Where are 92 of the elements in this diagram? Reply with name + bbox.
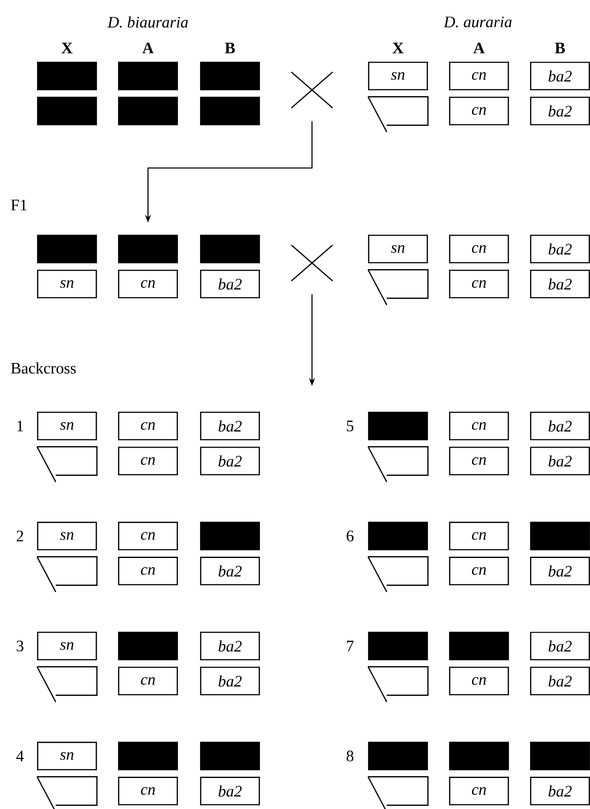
chromosome-bar: cn [449, 446, 509, 476]
chromosome-bar [530, 522, 590, 550]
row-number: 6 [346, 530, 354, 542]
y-chromosome [368, 666, 429, 702]
chromosome-bar: sn [37, 270, 97, 298]
chromosome-bar: ba2 [200, 632, 260, 660]
chromosome-bar: sn [37, 522, 97, 550]
chromosome-bar: ba2 [530, 412, 590, 440]
chromosome-label: X [392, 42, 404, 54]
chromosome-bar: sn [37, 412, 97, 440]
chromosome-bar: cn [118, 522, 178, 550]
chromosome-bar: sn [368, 234, 428, 264]
chromosome-bar [368, 412, 428, 440]
chromosome-bar: ba2 [200, 270, 260, 298]
chromosome-bar: sn [368, 62, 428, 90]
chromosome-bar: ba2 [530, 62, 590, 90]
chromosome-bar [37, 234, 97, 264]
species-name: D. biauraria [107, 16, 188, 28]
chromosome-bar: cn [118, 446, 178, 476]
chromosome-bar [118, 742, 178, 770]
chromosome-bar [200, 742, 260, 770]
chromosome-bar: ba2 [530, 270, 590, 298]
chromosome-bar [200, 62, 260, 90]
species-name: D. auraria [444, 16, 512, 28]
chromosome-bar: cn [449, 412, 509, 440]
chromosome-bar: ba2 [200, 446, 260, 476]
chromosome-bar [368, 632, 428, 660]
cross-sign [291, 244, 333, 282]
chromosome-bar: ba2 [530, 446, 590, 476]
chromosome-bar: cn [449, 96, 509, 126]
chromosome-label: B [224, 42, 235, 54]
chromosome-bar: cn [449, 556, 509, 586]
chromosome-bar: cn [449, 270, 509, 298]
chromosome-bar: ba2 [200, 776, 260, 806]
chromosome-bar: ba2 [530, 96, 590, 126]
row-number: 8 [346, 750, 354, 762]
chromosome-bar: cn [118, 556, 178, 586]
chromosome-bar [200, 96, 260, 126]
row-number: 2 [16, 530, 24, 542]
chromosome-label: A [142, 42, 154, 54]
y-chromosome [36, 666, 98, 702]
chromosome-bar [368, 742, 428, 770]
chromosome-bar: cn [449, 666, 509, 696]
chromosome-bar [118, 234, 178, 264]
chromosome-bar: cn [449, 234, 509, 264]
generation-label: F1 [11, 200, 27, 210]
chromosome-bar [530, 742, 590, 770]
chromosome-bar [449, 632, 509, 660]
y-chromosome [368, 446, 429, 482]
chromosome-bar: ba2 [530, 556, 590, 586]
chromosome-bar: ba2 [200, 556, 260, 586]
chromosome-bar: ba2 [530, 632, 590, 660]
chromosome-bar: ba2 [530, 666, 590, 696]
cross-sign [291, 72, 333, 108]
chromosome-bar [37, 96, 97, 126]
chromosome-label: A [473, 42, 485, 54]
chromosome-bar: cn [118, 270, 178, 298]
row-number: 5 [346, 420, 354, 432]
y-chromosome [368, 776, 429, 809]
row-number: 3 [16, 640, 24, 652]
chromosome-bar [200, 234, 260, 264]
chromosome-bar [200, 522, 260, 550]
chromosome-bar [118, 632, 178, 660]
chromosome-bar: ba2 [200, 666, 260, 696]
y-chromosome [368, 556, 429, 592]
generation-label: Backcross [11, 362, 76, 374]
y-chromosome [368, 96, 429, 132]
chromosome-bar: cn [449, 62, 509, 90]
chromosome-bar [368, 522, 428, 550]
chromosome-bar [449, 742, 509, 770]
chromosome-bar: cn [118, 412, 178, 440]
chromosome-bar: ba2 [530, 776, 590, 806]
y-chromosome [36, 556, 98, 592]
row-number: 1 [17, 420, 24, 432]
chromosome-label: X [62, 42, 73, 54]
chromosome-bar [118, 62, 178, 90]
chromosome-bar [118, 96, 178, 126]
y-chromosome [368, 269, 429, 306]
row-number: 7 [347, 640, 354, 652]
chromosome-bar: ba2 [530, 234, 590, 264]
chromosome-label: B [554, 42, 565, 54]
chromosome-bar: cn [118, 666, 178, 696]
chromosome-bar: cn [449, 776, 509, 806]
y-chromosome [36, 776, 98, 809]
row-number: 4 [16, 750, 24, 762]
chromosome-bar: sn [37, 632, 97, 660]
chromosome-bar: cn [118, 776, 178, 806]
chromosome-bar: sn [37, 742, 97, 770]
chromosome-bar: cn [449, 522, 509, 550]
chromosome-bar [37, 62, 97, 90]
chromosome-bar: ba2 [200, 412, 260, 440]
y-chromosome [36, 446, 98, 482]
